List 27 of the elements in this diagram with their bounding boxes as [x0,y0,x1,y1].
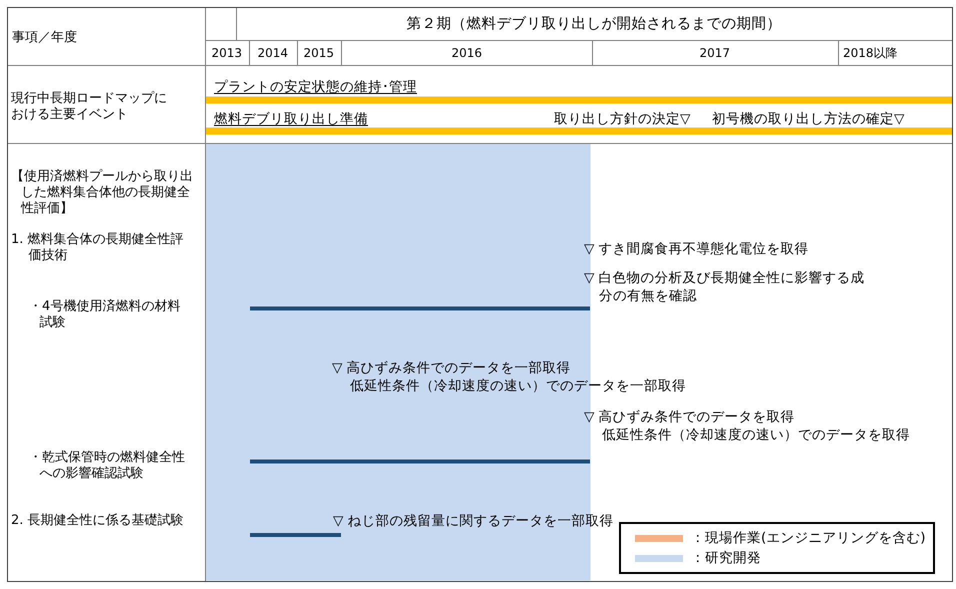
item-label: ・4号機使用済燃料の材料試験 [29,299,182,331]
row-header: 現行中長期ロードマップにおける主要イベント [11,91,168,123]
year-label: 2013 [212,45,242,61]
section-heading: 【使用済燃料プールから取り出した燃料集合体他の長期健全性評価】 [11,169,194,217]
year-label: 2014 [258,45,288,61]
milestone-label: 取り出し方針の決定▽ [554,111,690,127]
milestone-label: ▽ 高ひずみ条件でのデータを取得 [584,409,795,425]
period-header: 第２期（燃料デブリ取り出しが開始されるまでの期間） [406,15,782,33]
year-label: 2016 [452,45,482,61]
legend-text: ：研究開発 [691,550,761,566]
event-label: プラントの安定状態の維持･管理 [214,79,417,95]
milestone-label: ▽ 白色物の分析及び長期健全性に影響する成分の有無を確認 [584,269,866,305]
event-label: 燃料デブリ取り出し準備 [214,111,368,127]
milestone-label: ▽ すき間腐食再不導態化電位を取得 [584,241,809,257]
item-label: ・乾式保管時の燃料健全性への影響確認試験 [29,450,186,482]
milestone-label: ▽ 高ひずみ条件でのデータを一部取得 [332,360,571,376]
milestone-label: 低延性条件（冷却速度の速い）でのデータを一部取得 [350,378,686,394]
item-label: 1. 燃料集合体の長期健全性評価技術 [11,232,185,264]
legend-text: ：現場作業(エンジニアリングを含む) [691,530,926,546]
year-label: 2018以降 [843,45,898,61]
milestone-label: 低延性条件（冷却速度の速い）でのデータを取得 [602,427,910,443]
milestone-label: 初号機の取り出し方法の確定▽ [712,111,904,127]
year-label: 2017 [700,45,730,61]
milestone-label: ▽ ねじ部の残留量に関するデータを一部取得 [333,513,614,529]
column-header: 事項／年度 [12,30,77,46]
year-label: 2015 [304,45,334,61]
item-label: 2. 長期健全性に係る基礎試験 [11,513,184,529]
